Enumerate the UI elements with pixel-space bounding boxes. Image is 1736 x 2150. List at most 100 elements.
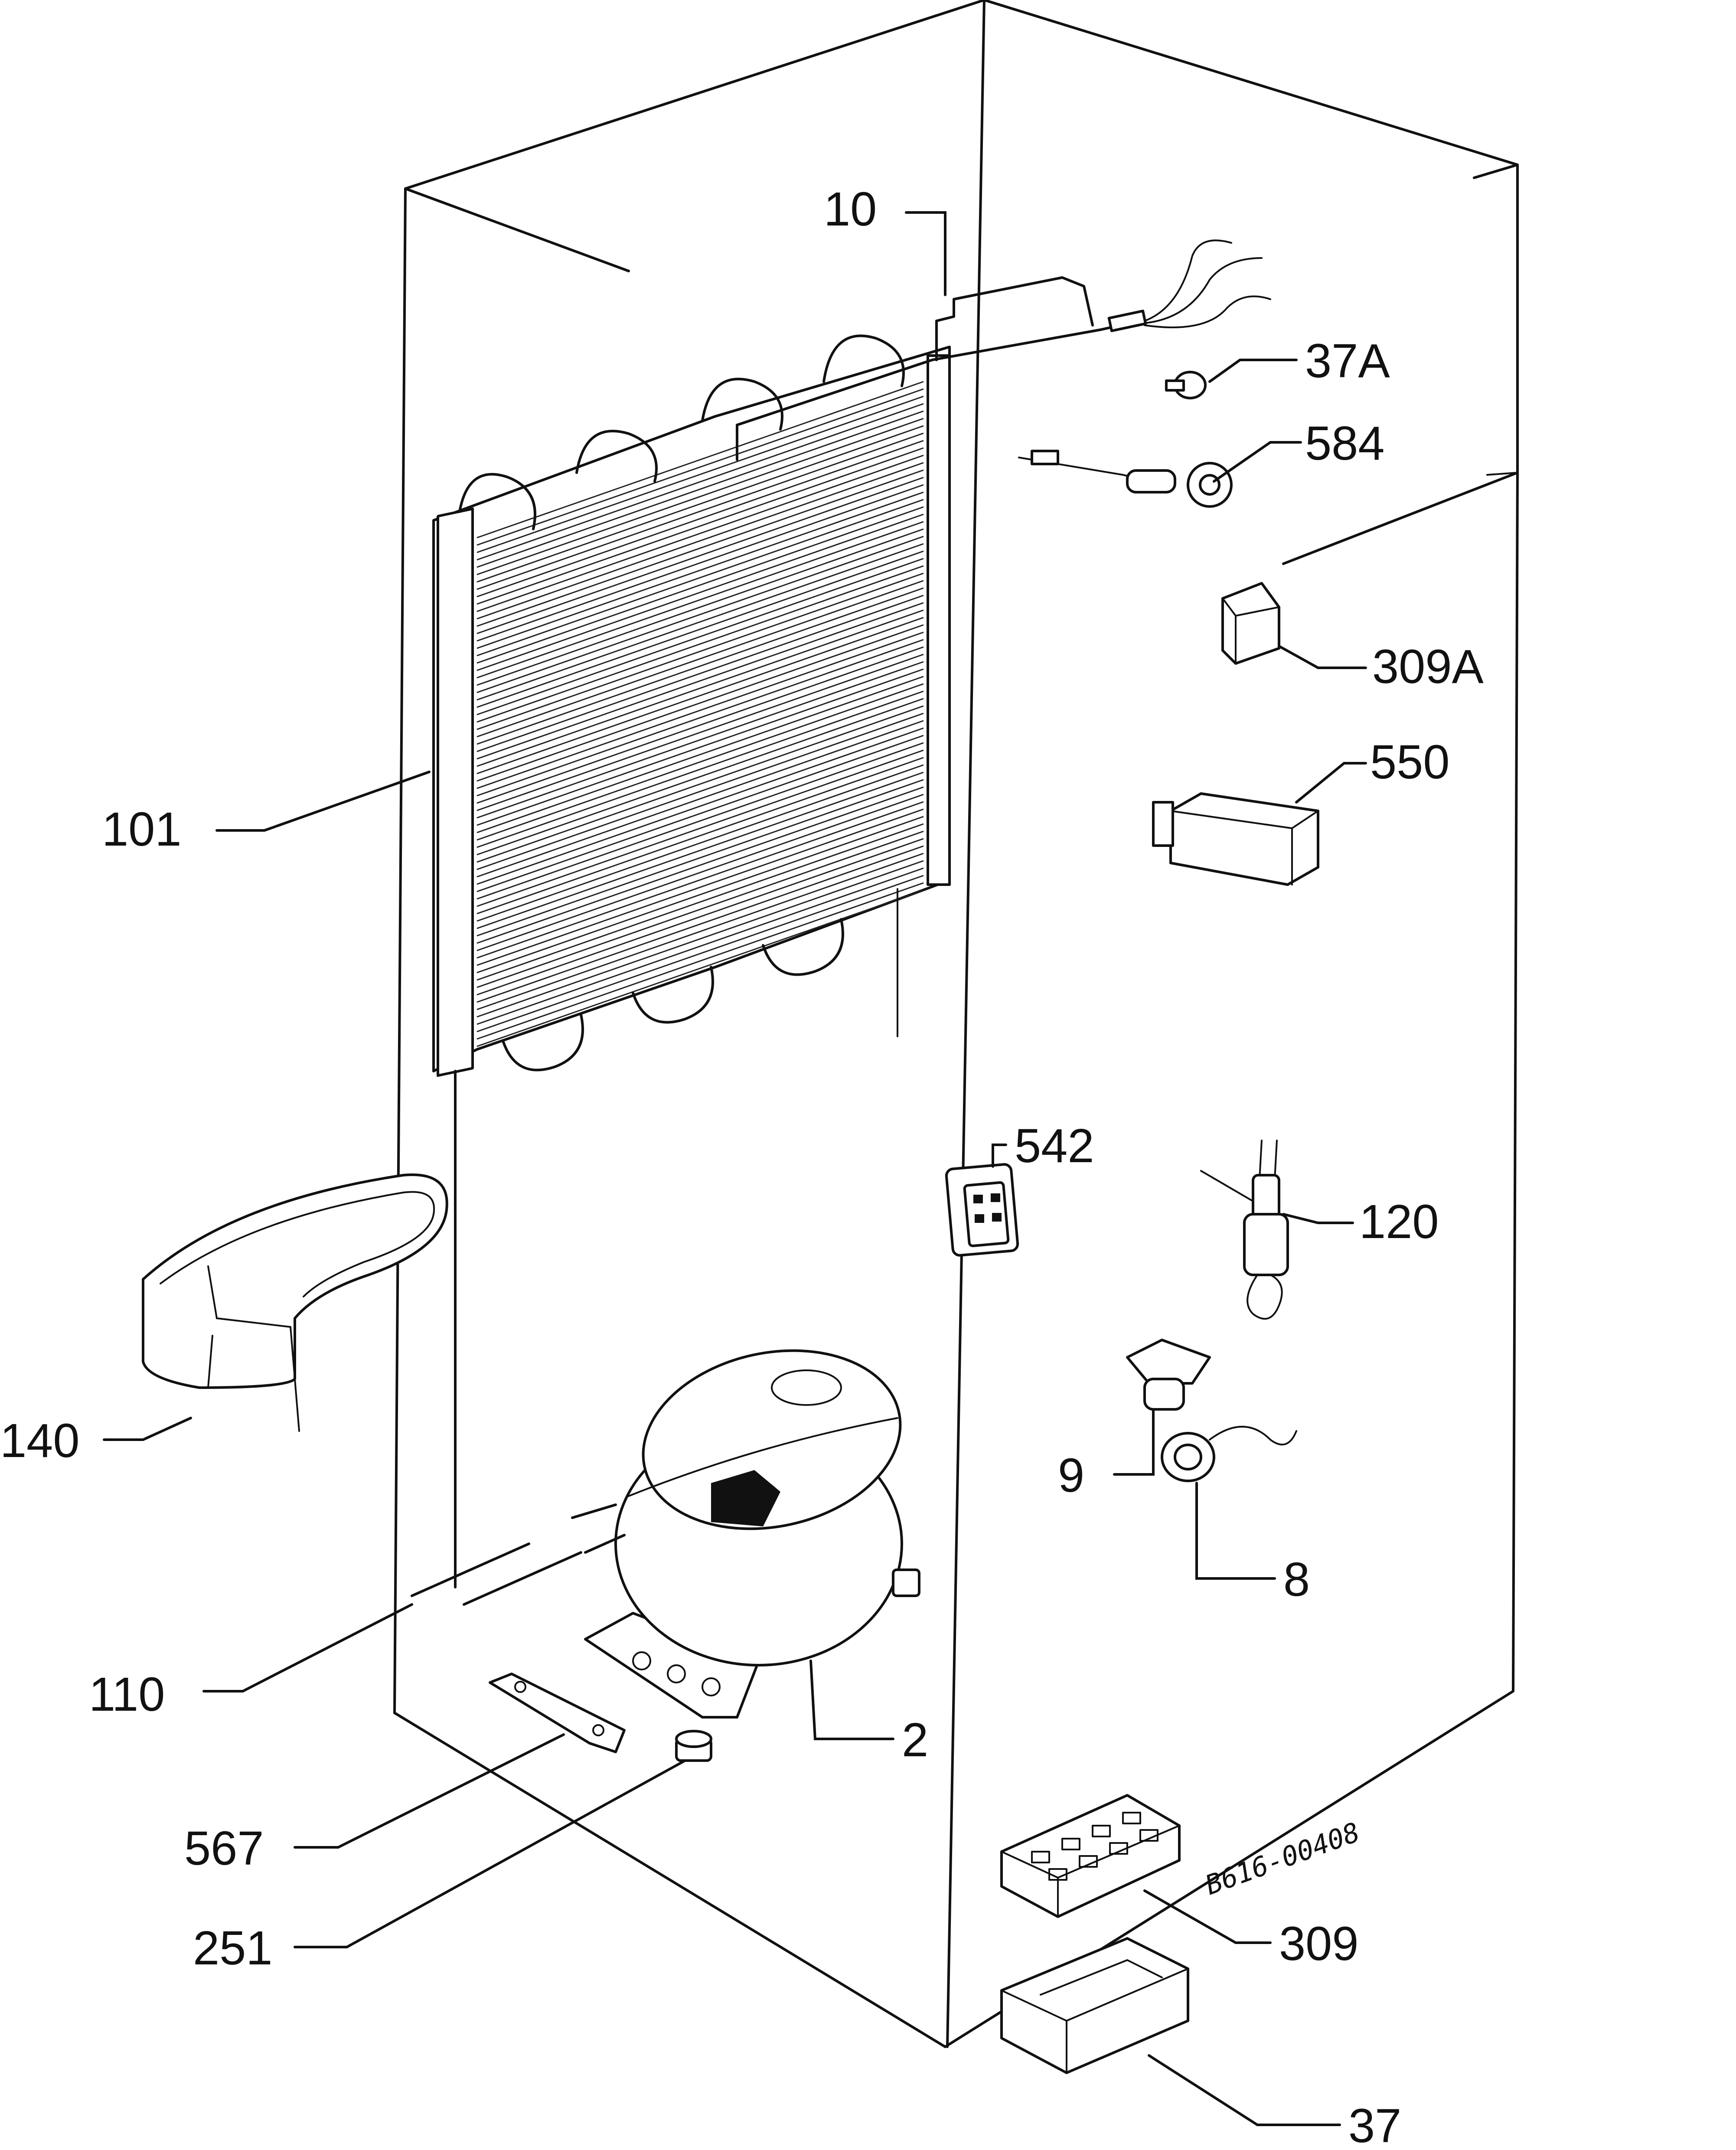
callout-37: 37 xyxy=(1348,2099,1401,2150)
condenser-fin xyxy=(476,816,924,974)
cover-block-part xyxy=(1221,582,1280,665)
condenser-fin xyxy=(476,543,924,701)
condenser-fin xyxy=(476,683,924,841)
condenser-fin xyxy=(476,395,924,553)
condenser-fin xyxy=(476,440,924,598)
condenser-fin xyxy=(476,838,924,996)
condenser-fin xyxy=(476,580,924,738)
condenser-fin xyxy=(476,558,924,716)
condenser-fin xyxy=(476,506,924,664)
terminal-socket xyxy=(1092,1825,1111,1837)
condenser-fin xyxy=(476,469,924,627)
leader-lines xyxy=(103,211,1367,2126)
condenser-fin xyxy=(476,624,924,782)
callout-309a: 309A xyxy=(1372,640,1484,693)
compressor-part xyxy=(584,1349,920,1719)
relay-part xyxy=(945,1163,1019,1257)
drip-tray-part xyxy=(142,1173,448,1432)
cap-plug-part xyxy=(1165,371,1207,399)
condenser-fin xyxy=(476,587,924,745)
condenser-fin xyxy=(476,646,924,804)
condenser-fin xyxy=(476,727,924,885)
condenser-fin xyxy=(476,823,924,981)
callout-140: 140 xyxy=(0,1414,80,1467)
condenser-fin xyxy=(476,860,924,1018)
terminal-socket xyxy=(1122,1812,1141,1824)
callout-542: 542 xyxy=(1015,1119,1094,1173)
condenser-fin xyxy=(476,749,924,907)
condenser-fin xyxy=(476,491,924,649)
condenser-fin xyxy=(476,889,924,1047)
mounting-strip-part xyxy=(489,1673,626,1753)
terminal-socket xyxy=(1031,1851,1050,1863)
condenser-fin xyxy=(476,801,924,959)
condenser-fin xyxy=(476,875,924,1033)
terminal-block-part xyxy=(1000,1794,1181,1918)
callout-labels: 10 37A 584 309A 550 101 542 120 140 9 8 … xyxy=(0,183,1484,2150)
condenser-fin xyxy=(476,867,924,1025)
condenser-fin xyxy=(476,410,924,568)
callout-567: 567 xyxy=(184,1822,264,1875)
terminal-socket xyxy=(1061,1838,1080,1850)
condenser-fin xyxy=(476,602,924,760)
callout-120: 120 xyxy=(1359,1195,1439,1248)
condenser-fin xyxy=(476,661,924,819)
heater-element-part xyxy=(1200,1140,1289,1320)
condenser-fin xyxy=(476,418,924,575)
capillary-tube xyxy=(736,239,1271,461)
overload-relay-part xyxy=(1161,1426,1297,1482)
condenser-fin xyxy=(476,477,924,634)
condenser-fin xyxy=(476,454,924,612)
condenser-fin xyxy=(476,698,924,856)
condenser-fin xyxy=(476,705,924,863)
callout-9: 9 xyxy=(1058,1449,1084,1502)
condenser-fin xyxy=(476,882,924,1040)
condenser-fin xyxy=(476,381,924,539)
condenser-fin xyxy=(476,528,924,686)
condenser-fin xyxy=(476,712,924,870)
condenser-fin xyxy=(476,779,924,937)
condenser-fin xyxy=(476,631,924,789)
condenser-fin xyxy=(476,565,924,723)
sensor-cable-part xyxy=(1018,450,1233,508)
condenser-fin xyxy=(476,447,924,605)
callout-37a: 37A xyxy=(1305,334,1390,388)
condenser-fin xyxy=(476,462,924,620)
condenser-fin xyxy=(476,830,924,988)
condenser-fin xyxy=(476,808,924,966)
condenser-fin xyxy=(476,572,924,730)
condenser-fin xyxy=(476,521,924,679)
terminal-socket xyxy=(1139,1829,1158,1842)
condenser-fin xyxy=(476,513,924,671)
terminal-socket xyxy=(1079,1855,1098,1868)
condenser-fin xyxy=(476,425,924,583)
callout-2: 2 xyxy=(902,1713,928,1767)
condenser-fin xyxy=(476,764,924,922)
callout-309: 309 xyxy=(1279,1917,1359,1970)
condenser-fin xyxy=(476,499,924,657)
condenser-fin xyxy=(476,609,924,767)
drawing-code: B616-00408 xyxy=(1201,1816,1364,1901)
callout-110: 110 xyxy=(89,1668,165,1721)
condenser-coil xyxy=(432,334,951,1588)
condenser-fin xyxy=(476,484,924,642)
callout-584: 584 xyxy=(1305,417,1385,470)
callout-550: 550 xyxy=(1370,735,1450,789)
condenser-fin xyxy=(476,845,924,1003)
bracket-part xyxy=(1152,792,1319,886)
terminal-cover-part xyxy=(1000,1937,1189,2074)
drier-tube-part xyxy=(411,1503,626,1606)
refrigerator-cabinet xyxy=(393,0,1519,2048)
condenser-fin xyxy=(476,794,924,951)
condenser-fin xyxy=(476,617,924,774)
condenser-fin xyxy=(476,720,924,878)
condenser-fin xyxy=(476,388,924,546)
callout-8: 8 xyxy=(1283,1553,1310,1606)
callout-101: 101 xyxy=(102,803,182,856)
condenser-fin xyxy=(476,771,924,929)
terminal-socket xyxy=(1109,1842,1128,1855)
callout-10: 10 xyxy=(824,183,877,236)
grommet-part xyxy=(675,1730,712,1762)
condenser-fin xyxy=(476,690,924,848)
